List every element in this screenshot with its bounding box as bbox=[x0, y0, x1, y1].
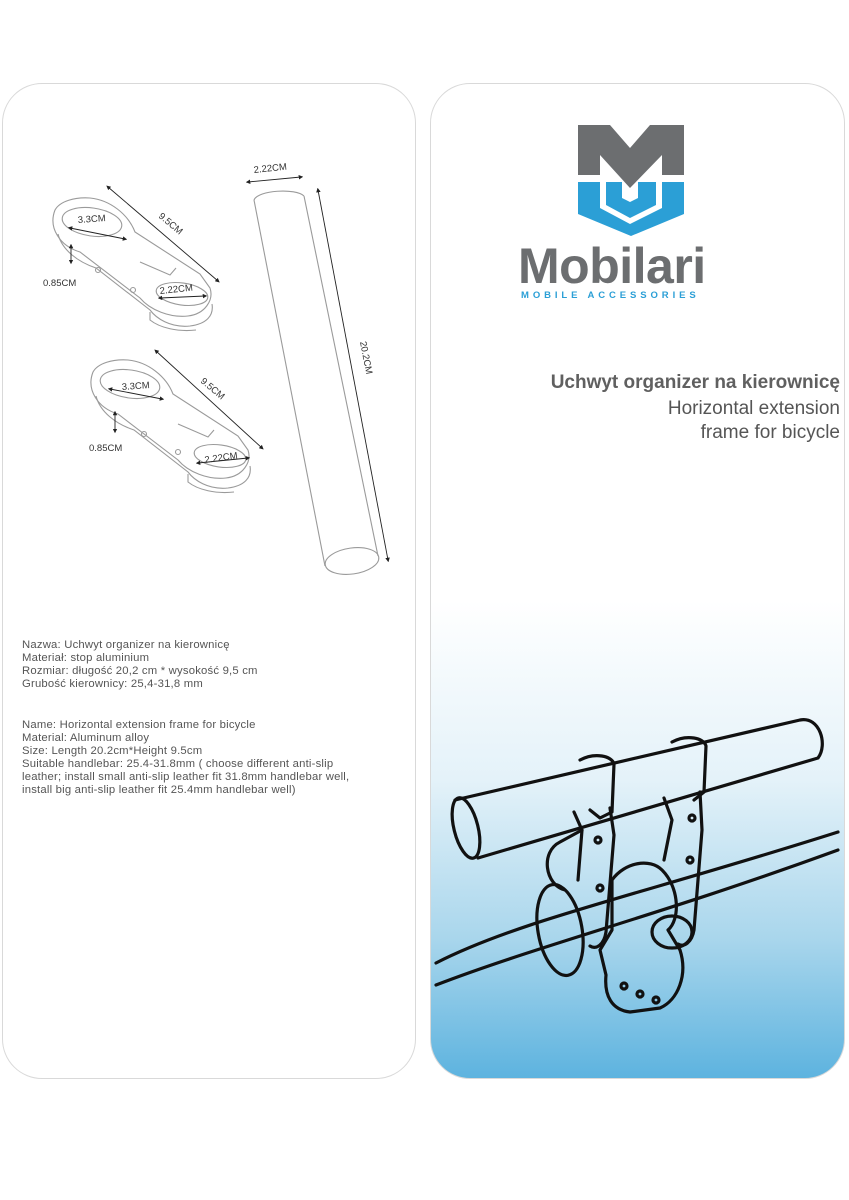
bicycle-mount-illustration-icon bbox=[434, 718, 840, 1014]
brand-name: Mobilari bbox=[518, 238, 706, 294]
spec-line: install big anti-slip leather fit 25.4mm… bbox=[22, 784, 296, 796]
dim-length-top: 9.5CM bbox=[156, 211, 185, 237]
dim-ring-small-top: 2.22CM bbox=[159, 283, 193, 297]
spec-line: leather; install small anti-slip leather… bbox=[22, 771, 350, 783]
spec-line: Size: Length 20.2cm*Height 9.5cm bbox=[22, 745, 203, 757]
spec-line: Suitable handlebar: 25.4-31.8mm ( choose… bbox=[22, 758, 334, 770]
right-panel bbox=[430, 83, 845, 1079]
spec-line: Name: Horizontal extension frame for bic… bbox=[22, 719, 256, 731]
dim-ring-large-top: 3.3CM bbox=[77, 213, 106, 226]
dim-ring-large-bottom: 3.3CM bbox=[121, 380, 150, 393]
dim-height-top: 0.85CM bbox=[43, 278, 76, 289]
spec-line: Grubość kierownicy: 25,4-31,8 mm bbox=[22, 678, 203, 690]
product-title-english-line2: frame for bicycle bbox=[700, 422, 840, 443]
mobilari-logo-icon bbox=[578, 125, 684, 236]
dim-tube-diameter: 2.22CM bbox=[253, 162, 287, 176]
dimension-lines bbox=[67, 174, 390, 563]
dim-length-bottom: 9.5CM bbox=[198, 376, 227, 402]
specs-polish: Nazwa: Uchwyt organizer na kierownicę Ma… bbox=[22, 639, 412, 691]
product-title-polish: Uchwyt organizer na kierownicę bbox=[550, 372, 840, 393]
dim-height-bottom: 0.85CM bbox=[89, 443, 122, 454]
dim-tube-length: 20.2CM bbox=[357, 340, 374, 375]
tube-drawing-icon bbox=[253, 190, 380, 575]
spec-line: Material: Aluminum alloy bbox=[22, 732, 150, 744]
spec-line: Rozmiar: długość 20,2 cm * wysokość 9,5 … bbox=[22, 665, 258, 677]
product-title-english-line1: Horizontal extension bbox=[667, 398, 840, 419]
spec-line: Nazwa: Uchwyt organizer na kierownicę bbox=[22, 639, 230, 651]
spec-line: Materiał: stop aluminium bbox=[22, 652, 150, 664]
brand-tagline: MOBILE ACCESSORIES bbox=[521, 290, 700, 301]
specs-english: Name: Horizontal extension frame for bic… bbox=[22, 719, 412, 797]
dim-ring-small-bottom: 2.22CM bbox=[204, 450, 239, 466]
